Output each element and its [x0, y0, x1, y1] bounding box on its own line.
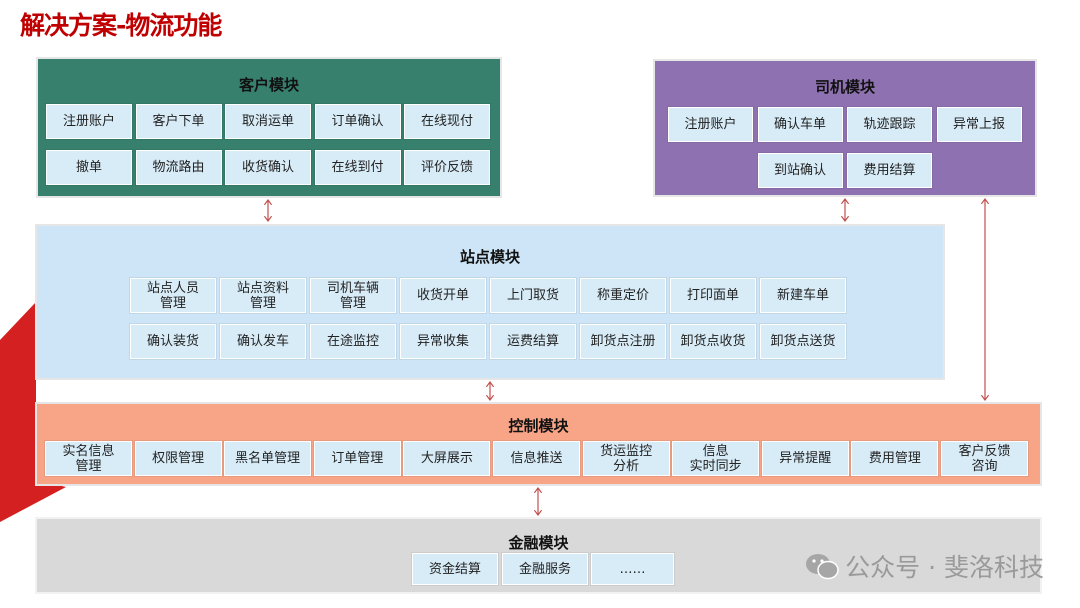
customer-item: 取消运单 — [225, 104, 311, 139]
watermark: 公众号 · 斐洛科技 — [805, 548, 1044, 584]
finance-module-title: 金融模块 — [508, 534, 569, 552]
control-item: 异常提醒 — [761, 441, 849, 476]
customer-item: 订单确认 — [314, 104, 401, 139]
station-item: 卸货点注册 — [580, 324, 666, 359]
control-item: 客户反馈 咨询 — [941, 441, 1028, 476]
customer-item: 撤单 — [46, 150, 132, 185]
driver-module: 司机模块 注册账户确认车单轨迹跟踪异常上报到站确认费用结算 — [653, 59, 1037, 197]
control-item: 大屏展示 — [403, 441, 491, 476]
station-item: 新建车单 — [760, 278, 846, 313]
control-item: 费用管理 — [851, 441, 939, 476]
control-module: 控制模块 实名信息 管理权限管理黑名单管理订单管理大屏展示信息推送货运监控 分析… — [35, 402, 1042, 486]
station-item: 司机车辆 管理 — [310, 278, 396, 313]
station-item: 卸货点送货 — [760, 324, 846, 359]
watermark-text: 公众号 · 斐洛科技 — [845, 553, 1044, 582]
finance-item: …… — [591, 553, 674, 585]
control-item: 信息推送 — [493, 441, 580, 476]
station-item: 确认装货 — [130, 324, 216, 359]
control-item: 黑名单管理 — [224, 441, 312, 476]
driver-module-title: 司机模块 — [814, 78, 875, 96]
station-item: 在途监控 — [310, 324, 396, 359]
wechat-icon — [806, 554, 839, 580]
customer-item: 在线到付 — [314, 150, 401, 185]
customer-item: 注册账户 — [46, 104, 132, 139]
page-title: 解决方案-物流功能 — [20, 11, 222, 40]
station-item: 运费结算 — [490, 324, 576, 359]
customer-module-title: 客户模块 — [238, 76, 299, 94]
station-item: 卸货点收货 — [670, 324, 756, 359]
control-item: 信息 实时同步 — [672, 441, 760, 476]
finance-module: 金融模块 资金结算金融服务…… — [35, 517, 1042, 594]
driver-item: 费用结算 — [847, 153, 932, 188]
station-item: 称重定价 — [580, 278, 666, 313]
driver-item: 异常上报 — [936, 107, 1022, 142]
finance-item: 资金结算 — [412, 553, 498, 585]
driver-item: 轨迹跟踪 — [847, 107, 932, 142]
driver-item: 注册账户 — [668, 107, 753, 142]
customer-item: 评价反馈 — [404, 150, 490, 185]
control-item: 权限管理 — [134, 441, 222, 476]
driver-item: 确认车单 — [757, 107, 843, 142]
station-item: 上门取货 — [490, 278, 576, 313]
customer-module: 客户模块 注册账户客户下单取消运单订单确认在线现付撤单物流路由收货确认在线到付评… — [36, 57, 502, 198]
station-item: 确认发车 — [220, 324, 306, 359]
control-item: 订单管理 — [313, 441, 401, 476]
customer-item: 在线现付 — [404, 104, 490, 139]
customer-item: 客户下单 — [135, 104, 222, 139]
station-module-title: 站点模块 — [459, 248, 520, 266]
control-item: 货运监控 分析 — [582, 441, 670, 476]
station-module: 站点模块 站点人员 管理站点资料 管理司机车辆 管理收货开单上门取货称重定价打印… — [35, 224, 945, 380]
station-item: 异常收集 — [400, 324, 486, 359]
finance-item: 金融服务 — [502, 553, 588, 585]
station-item: 打印面单 — [670, 278, 756, 313]
control-module-title: 控制模块 — [508, 417, 569, 435]
customer-item: 收货确认 — [225, 150, 311, 185]
driver-item: 到站确认 — [757, 153, 843, 188]
control-item: 实名信息 管理 — [45, 441, 132, 476]
station-item: 站点人员 管理 — [130, 278, 216, 313]
station-item: 收货开单 — [400, 278, 486, 313]
customer-item: 物流路由 — [135, 150, 222, 185]
station-item: 站点资料 管理 — [220, 278, 306, 313]
red-triangle-decoration — [0, 302, 66, 522]
